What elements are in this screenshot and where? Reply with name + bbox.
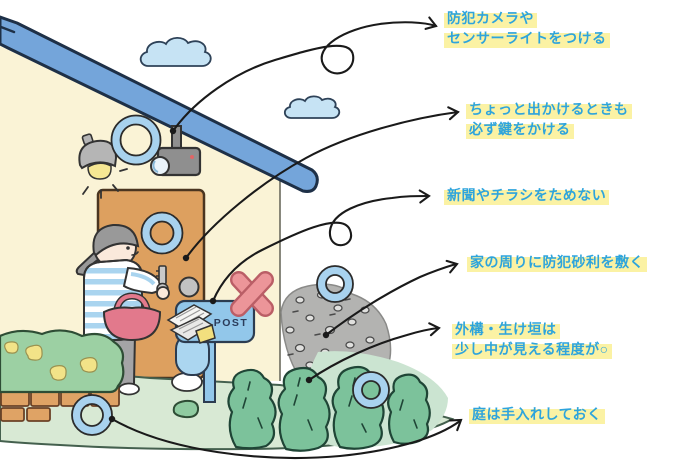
label-security-camera: 防犯カメラや センサーライトをつける <box>444 8 610 48</box>
arrow-lock <box>184 106 460 260</box>
highlight-ring <box>140 211 184 255</box>
sensor-light-icon <box>78 133 128 199</box>
door-knob <box>178 276 200 298</box>
arrow-start-dots <box>108 127 330 423</box>
arrow-garden <box>110 417 463 459</box>
annotation-arrows <box>108 16 463 459</box>
arrow-gravel <box>324 259 459 337</box>
garden-stone <box>172 399 200 419</box>
cloud-icon <box>283 95 341 119</box>
hedge-bushes <box>227 365 431 452</box>
eye <box>126 246 130 250</box>
red-x-icon <box>230 271 274 317</box>
label-newspapers: 新聞やチラシをためない <box>444 185 610 205</box>
post-sign: POST <box>214 317 249 329</box>
hedge-flowers <box>4 341 98 381</box>
hair <box>92 223 140 257</box>
label-hedge-visibility: 外構・生け垣は 少し中が見える程度が○ <box>452 319 612 359</box>
label-garden-care: 庭は手入れしておく <box>469 404 605 424</box>
newspapers <box>166 304 216 344</box>
arrow-camera <box>171 16 438 133</box>
bush-texture <box>242 377 418 433</box>
highlight-ring <box>71 394 113 436</box>
cloud-icon <box>139 36 212 67</box>
ponytail <box>75 250 101 277</box>
arrow-hedge <box>307 322 441 382</box>
house-roof <box>0 15 319 193</box>
woman-holding-key <box>75 223 170 398</box>
highlight-ring <box>352 371 390 409</box>
garden-hedge-with-flowers <box>0 329 125 394</box>
mouth <box>131 251 139 256</box>
highlight-ring <box>316 265 354 303</box>
shoe <box>118 382 140 396</box>
label-security-gravel: 家の周りに防犯砂利を敷く <box>467 252 647 272</box>
highlight-ring <box>110 114 162 166</box>
yellow-envelope <box>195 323 216 344</box>
security-camera-icon <box>150 125 202 177</box>
hand <box>156 286 170 300</box>
basket-bag <box>102 292 162 342</box>
arrow-newspaper <box>211 189 431 303</box>
label-lock-door: ちょっと出かけるときも 必ず鍵をかける <box>466 99 632 139</box>
door-step <box>171 372 203 392</box>
